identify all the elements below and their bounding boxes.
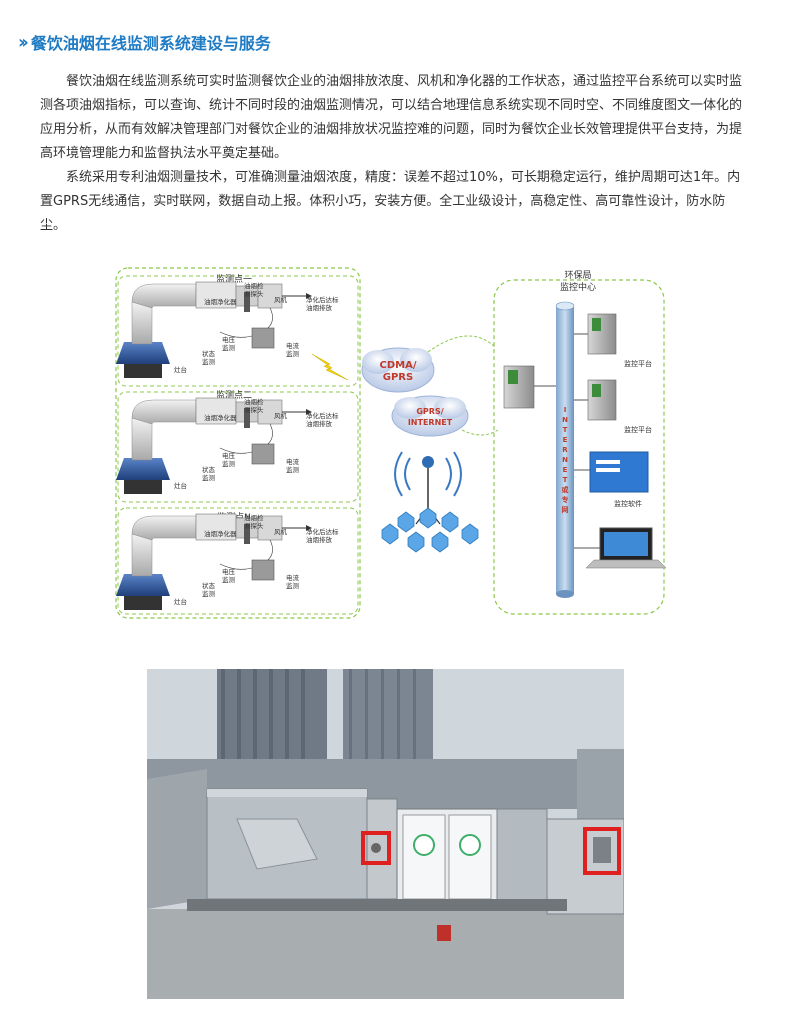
center-title-line2: 监控中心 [560,281,596,293]
svg-text:油烟检: 油烟检 [244,513,264,522]
svg-text:INTERNET: INTERNET [408,418,453,427]
platform-label-2: 监控平台 [624,425,652,434]
sensor-highlight-box [361,831,391,865]
point-labels-3: 油烟净化器 油烟检 测探头 风机 净化后达标 油烟排放 灶台 状态 监测 电压 … [174,513,339,606]
svg-text:油烟排放: 油烟排放 [306,535,333,544]
pipe-label-char: I [564,406,567,414]
svg-text:监测: 监测 [202,473,216,482]
svg-text:测探头: 测探头 [244,521,264,530]
rooftop-installation-photo [147,669,624,999]
hexagon-network-icon [381,507,479,553]
svg-text:电流: 电流 [286,341,300,350]
paragraph-2: 系统采用专利油烟测量技术，可准确测量油烟浓度，精度：误差不超过10%，可长期稳定… [40,170,741,233]
server-icon [574,313,617,355]
pipe-label-char: 专 [562,495,569,504]
svg-text:净化后达标: 净化后达标 [306,295,339,304]
range-hood-icon [116,342,170,364]
svg-text:油烟检: 油烟检 [244,281,264,290]
svg-text:监测: 监测 [286,349,300,358]
svg-text:电流: 电流 [286,457,300,466]
double-chevron-right-icon: ›› [18,31,29,53]
svg-text:监测: 监测 [202,589,216,598]
lightning-bolt-icon [311,353,349,381]
svg-text:风机: 风机 [274,295,288,304]
monitor-points-frame [115,267,361,619]
svg-text:油烟净化器: 油烟净化器 [204,413,237,422]
cdma-gprs-cloud: CDMA/ GPRS [361,347,435,393]
svg-text:油烟净化器: 油烟净化器 [204,297,237,306]
svg-text:CDMA/: CDMA/ [380,360,417,371]
svg-text:电压: 电压 [222,451,236,460]
svg-text:油烟检: 油烟检 [244,397,264,406]
pipe-label-char: E [563,436,568,444]
section-header: ›› 餐饮油烟在线监测系统建设与服务 [18,30,271,54]
svg-text:电压: 电压 [222,567,236,576]
svg-text:油烟净化器: 油烟净化器 [204,529,237,538]
monitoring-center-frame [493,279,665,615]
purifier-icon [195,281,237,309]
software-window-icon [574,451,649,493]
intro-text: 餐饮油烟在线监测系统可实时监测餐饮企业的油烟排放浓度、风机和净化器的工作状态，通… [40,70,748,238]
pipe-label-char: T [563,426,568,434]
svg-text:监测: 监测 [222,459,236,468]
svg-text:灶台: 灶台 [174,365,187,374]
gprs-internet-cloud: GPRS/ INTERNET [391,395,469,437]
svg-text:状态: 状态 [202,581,216,590]
pipe-label-char: T [563,476,568,484]
svg-text:监测: 监测 [286,581,300,590]
pipe-label-char: R [562,446,568,454]
svg-text:监测: 监测 [222,343,236,352]
svg-text:电流: 电流 [286,573,300,582]
svg-text:监测: 监测 [286,465,300,474]
system-architecture-diagram: 监测点一 监测点二 监测点N 油烟净化器 油烟检 测探头 [115,267,667,619]
laptop-icon [574,527,667,569]
svg-text:灶台: 灶台 [174,597,187,606]
platform-label-1: 监控平台 [624,359,652,368]
stove-icon [124,364,162,378]
section-title: 餐饮油烟在线监测系统建设与服务 [30,34,271,53]
svg-text:GPRS: GPRS [383,372,413,383]
server-icon [574,379,617,421]
server-icon [503,365,556,409]
point-labels-2: 油烟净化器 油烟检 测探头 风机 净化后达标 油烟排放 灶台 状态 监测 电压 … [174,397,339,490]
svg-text:净化后达标: 净化后达标 [306,411,339,420]
svg-text:净化后达标: 净化后达标 [306,527,339,536]
center-title-line1: 环保局 [564,269,591,281]
svg-text:油烟排放: 油烟排放 [306,419,333,428]
svg-text:油烟排放: 油烟排放 [306,303,333,312]
svg-text:灶台: 灶台 [174,481,187,490]
kitchen-exhaust-equipment [116,281,312,378]
svg-text:GPRS/: GPRS/ [416,407,443,416]
svg-text:测探头: 测探头 [244,289,264,298]
svg-text:电压: 电压 [222,335,236,344]
wireless-antenna-icon [394,451,462,525]
svg-text:状态: 状态 [202,349,216,358]
pipe-label-char: 网 [562,506,569,514]
controller-box-icon [251,327,275,349]
svg-text:风机: 风机 [274,527,288,536]
detector-probe-icon [244,292,250,312]
pipe-label-char: E [563,466,568,474]
internet-pipe [555,301,575,598]
paragraph-1: 餐饮油烟在线监测系统可实时监测餐饮企业的油烟排放浓度、风机和净化器的工作状态，通… [40,74,743,161]
svg-text:监测: 监测 [222,575,236,584]
svg-text:状态: 状态 [202,465,216,474]
pipe-label-char: 或 [562,485,569,494]
pipe-label-char: N [562,456,568,464]
svg-text:风机: 风机 [274,411,288,420]
svg-text:监测: 监测 [202,357,216,366]
controller-highlight-box [583,827,621,875]
point-labels-1: 油烟净化器 油烟检 测探头 风机 净化后达标 油烟排放 灶台 状态 监测 电压 … [174,281,339,374]
pipe-label-char: N [562,416,568,424]
svg-text:测探头: 测探头 [244,405,264,414]
software-label: 监控软件 [614,499,642,508]
